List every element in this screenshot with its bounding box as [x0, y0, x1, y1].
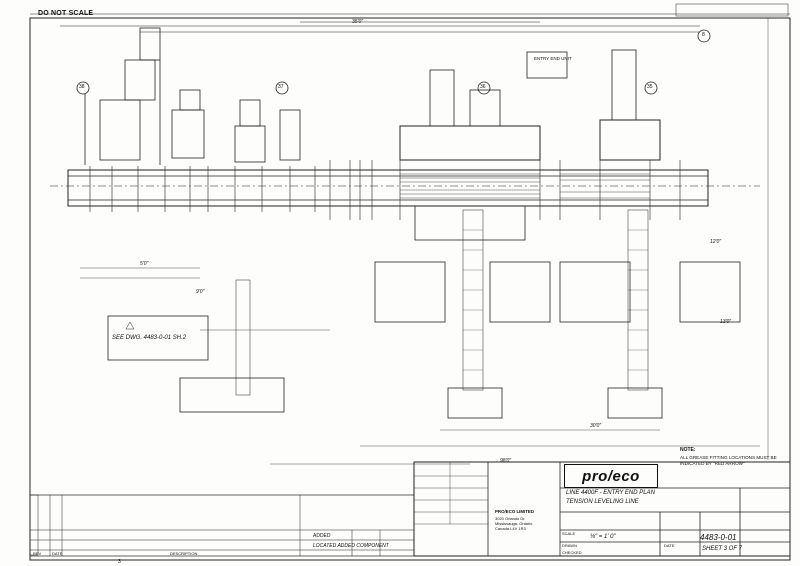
drawn-label: DRAWN: [562, 543, 577, 548]
callout-36: [477, 81, 491, 95]
rev-header-date: DATE: [52, 551, 63, 556]
dim-right-a: 12'0": [710, 239, 722, 245]
platform-left: [374, 261, 446, 323]
company-address-1: 3020 Orlando Dr.: [495, 516, 526, 521]
dim-left-a: 9'0": [196, 289, 205, 295]
see-dwg-box: [107, 315, 209, 361]
revision-table: [29, 494, 415, 557]
sheet-number: SHEET 3 OF 7: [702, 546, 742, 552]
company-address-2: Mississauga, Ontario: [495, 521, 533, 526]
checked-label: CHECKED: [562, 550, 582, 555]
callout-38: [76, 81, 90, 95]
entry-end-label: ENTRY END UNIT: [534, 56, 572, 61]
drawing-title-line-1: LINE 4400F - ENTRY END PLAN: [566, 490, 655, 496]
callout-37-label: 37: [278, 84, 284, 90]
company-logo: pro/eco: [564, 464, 658, 488]
drawing-title-line-2: TENSION LEVELING LINE: [566, 499, 639, 505]
dim-right-b: 13'0": [720, 319, 732, 325]
drawing-number: 4483-0-01: [700, 533, 737, 542]
company-name: PRO/ECO LIMITED: [495, 509, 535, 514]
strip-line: [67, 169, 709, 207]
callout-35-label: 35: [647, 84, 653, 90]
see-dwg-reference: SEE DWG. 4483-0-01 SH.2: [112, 335, 187, 341]
scale-label: SCALE: [562, 531, 576, 536]
rev-header-description: DESCRIPTION: [170, 551, 198, 556]
note-body: ALL GREASE FITTING LOCATIONS MUST BE IND…: [680, 455, 777, 466]
company-address-3: Canada L4V 1R3: [495, 526, 526, 531]
dim-bottom-overall: 98'0": [500, 458, 512, 464]
scrap-bin-area: [179, 377, 285, 413]
do-not-scale-label: DO NOT SCALE: [38, 10, 94, 17]
leveler-unit: [399, 125, 541, 161]
note-heading: NOTE:: [680, 447, 696, 453]
rev-header-rev: REV: [33, 551, 42, 556]
callout-35: [644, 81, 658, 95]
dim-mid-bottom: 30'0": [590, 423, 602, 429]
callout-37: [275, 81, 289, 95]
date-label: DATE: [664, 543, 675, 548]
drive-unit-1: [99, 99, 141, 161]
dim-overall-top: 35'0": [352, 19, 364, 25]
callout-36-label: 36: [480, 84, 486, 90]
entry-end-box: [526, 51, 568, 79]
page-marker: 3: [118, 559, 121, 565]
sheet-border: [29, 17, 791, 561]
scale-value: ⅛" = 1' 0": [590, 534, 616, 540]
callout-8: [697, 29, 711, 43]
top-right-block: [675, 3, 789, 17]
dim-left-b: 5'0": [140, 261, 149, 267]
drive-unit-2: [234, 125, 266, 163]
callout-8-label: 8: [702, 32, 705, 38]
revision-row-1: ADDED: [313, 533, 331, 539]
callout-38-label: 38: [79, 84, 85, 90]
right-unit: [599, 119, 661, 161]
revision-row-2: LOCATED ADDED COMPONENT: [313, 543, 389, 549]
